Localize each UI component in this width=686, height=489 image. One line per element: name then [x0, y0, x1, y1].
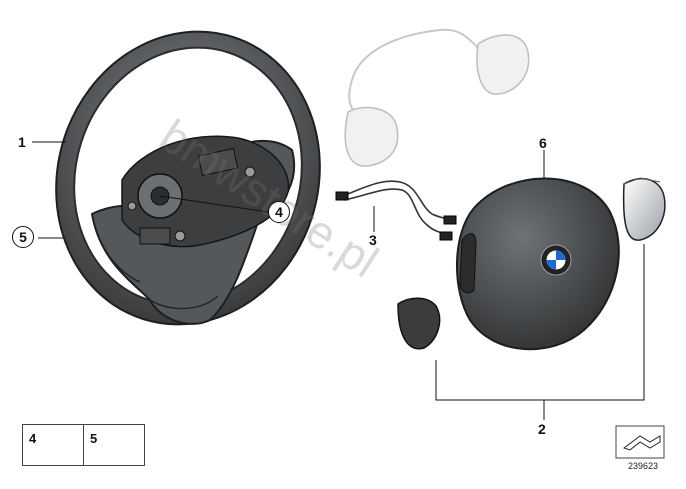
callout-2: 2 — [538, 421, 546, 437]
legend-box-4: 4 — [22, 424, 84, 466]
callout-5: 5 — [12, 226, 34, 248]
figure-number: 239623 — [628, 461, 659, 471]
bmw-logo — [540, 244, 572, 276]
steering-wheel — [55, 30, 321, 326]
trim-cover-right — [622, 177, 666, 241]
legend-box-5: 5 — [83, 424, 145, 466]
legend-label-5: 5 — [90, 431, 98, 446]
airbag-module — [456, 177, 620, 351]
trim-cover-left — [397, 297, 441, 350]
callout-4: 4 — [268, 201, 290, 223]
legend-label-4: 4 — [29, 431, 37, 446]
callout-6: 6 — [539, 135, 547, 151]
direction-arrow-icon — [615, 425, 665, 459]
callout-3: 3 — [369, 232, 377, 248]
callout-1: 1 — [18, 134, 26, 150]
leader-lines — [32, 141, 645, 420]
switch-cluster-ghost — [344, 28, 530, 167]
wiring-harness — [335, 180, 457, 241]
